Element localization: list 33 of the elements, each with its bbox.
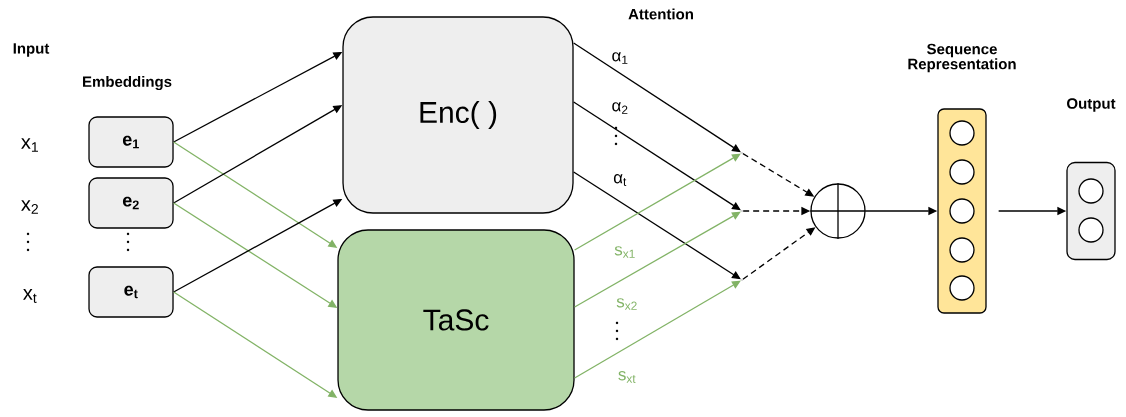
heading-label: Attention [628,8,693,20]
node-label: Sequence Representation [908,43,1016,73]
input-label: x$_{2}$ [21,200,38,214]
arrow [574,153,741,251]
embedding-box: e$_{t}$ [88,266,174,318]
arrow [573,171,741,280]
neuron-circle [949,198,975,224]
input-label: x$_{t}$ [23,289,37,303]
heading-label: Input [13,43,50,57]
neuron-circle [949,237,975,263]
arrow [574,280,741,379]
edge-label: α$_{t}$ [613,174,627,186]
neuron-circle [1078,217,1104,243]
input-label: x$_{1}$ [21,138,38,152]
neuron-circle [1078,178,1104,204]
edge-label: s$_{x1}$ [614,246,635,258]
node-label: Output [1067,98,1116,112]
embedding-box: e$_{2}$ [88,177,174,229]
sum-symbol [809,182,867,240]
neuron-circle [949,120,975,146]
edge-label: s$_{xt}$ [618,371,636,383]
embedding-box: e$_{1}$ [88,116,174,168]
edge-label: s$_{x2}$ [616,298,637,310]
neuron-circle [949,275,975,301]
arrow [573,42,741,153]
encoder-box: Enc( ) [342,16,574,214]
arrow [574,211,741,308]
scorer-box: TaSc [337,229,575,411]
heading-label: Embeddings [83,75,172,91]
arrow [573,101,741,211]
edge-label: α$_{1}$ [612,52,628,64]
edge-label: α$_{2}$ [612,102,628,114]
neuron-circle [949,159,975,185]
